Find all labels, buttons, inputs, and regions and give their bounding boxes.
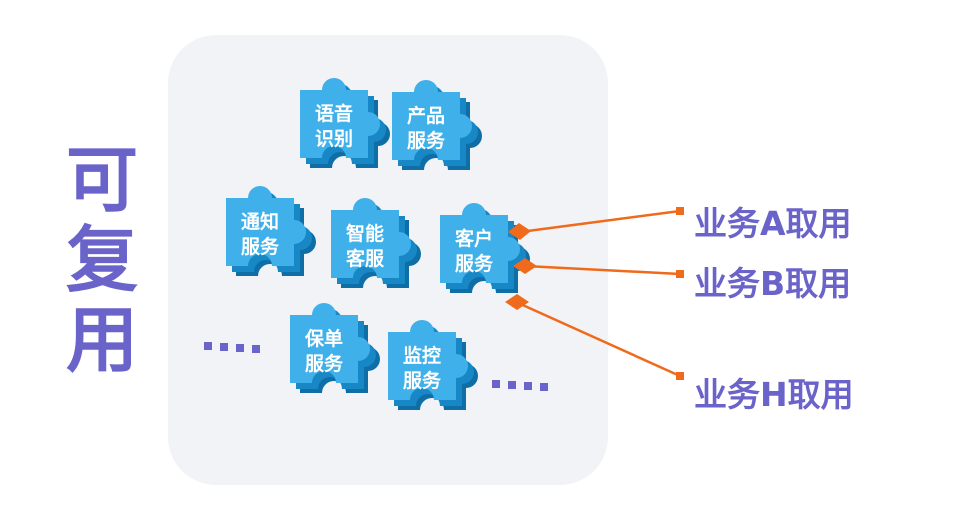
- connector-h-endpoint: [676, 372, 684, 380]
- puzzle-monitor: 监控 服务: [388, 320, 478, 410]
- puzzle-customer-line1: 客户: [455, 227, 493, 250]
- puzzle-product-line2: 服务: [407, 129, 446, 152]
- puzzle-voice-line1: 语音: [315, 102, 353, 125]
- connector-h-diamond: [505, 294, 529, 310]
- puzzle-customer-line2: 服务: [455, 252, 494, 275]
- side-title-char-1: 可: [65, 138, 138, 222]
- connector-b: [513, 258, 684, 278]
- puzzle-notify-line2: 服务: [241, 235, 280, 258]
- consumer-b-label: 业务B取用: [694, 264, 851, 303]
- puzzle-product-line1: 产品: [407, 104, 445, 127]
- connector-b-diamond: [513, 258, 537, 274]
- puzzle-policy-line2: 服务: [305, 352, 344, 375]
- puzzle-monitor-line1: 监控: [403, 344, 441, 367]
- ellipsis-right: [492, 380, 548, 391]
- puzzle-notify-line1: 通知: [241, 210, 279, 233]
- puzzle-voice-line2: 识别: [315, 128, 353, 150]
- ellipsis-left: [204, 342, 260, 353]
- side-title-char-2: 复: [65, 218, 138, 302]
- consumer-a-label: 业务A取用: [694, 204, 852, 243]
- puzzle-policy: 保单 服务: [290, 303, 380, 393]
- connector-a-endpoint: [676, 207, 684, 215]
- puzzle-monitor-line2: 服务: [403, 369, 442, 392]
- connector-a: [508, 207, 684, 240]
- puzzle-policy-line1: 保单: [304, 327, 343, 350]
- connector-h: [505, 294, 684, 380]
- puzzle-customer: 客户 服务: [440, 203, 530, 293]
- puzzle-smart-line2: 客服: [346, 247, 385, 270]
- puzzle-product: 产品 服务: [392, 80, 482, 170]
- puzzle-voice: 语音 识别: [300, 78, 390, 168]
- consumer-h-label: 业务H取用: [694, 375, 854, 414]
- side-title: 可 复 用: [62, 140, 142, 380]
- connector-a-diamond: [508, 223, 531, 240]
- puzzle-smart: 智能 客服: [331, 198, 421, 288]
- puzzle-notify: 通知 服务: [226, 186, 316, 276]
- puzzle-smart-line1: 智能: [346, 222, 384, 245]
- connector-b-endpoint: [676, 270, 684, 278]
- side-title-char-3: 用: [65, 298, 138, 382]
